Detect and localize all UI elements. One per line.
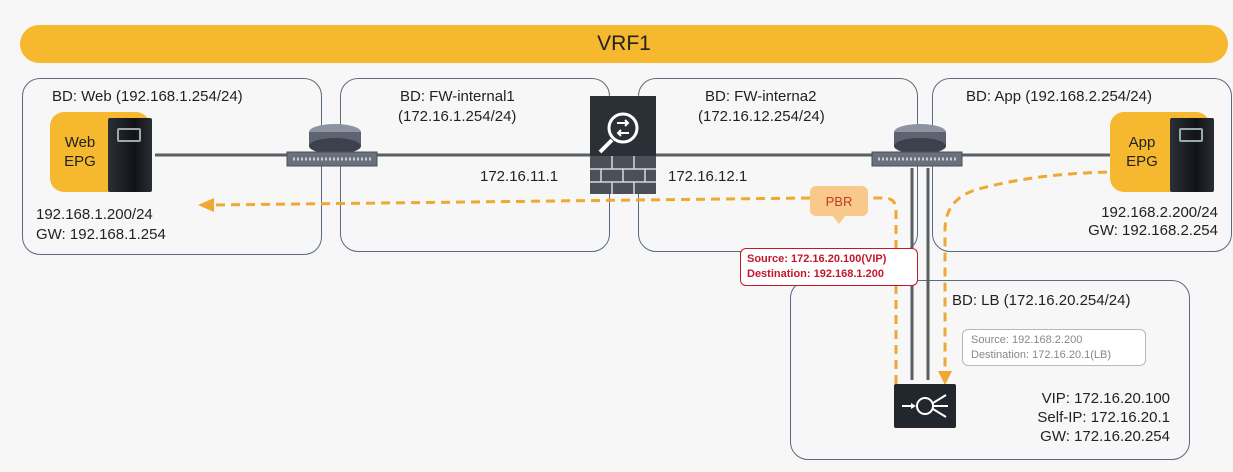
lb-vip: VIP: 172.16.20.100 — [1041, 390, 1170, 407]
bd-fw-internal1-label-line2: (172.16.1.254/24) — [398, 108, 517, 125]
lb-packet-source: Source: 192.168.2.200 — [971, 334, 1083, 346]
app-host-gw: GW: 192.168.2.254 — [1088, 222, 1218, 239]
lb-packet-destination: Destination: 172.16.20.1(LB) — [971, 349, 1112, 361]
bd-lb-label: BD: LB (172.16.20.254/24) — [952, 292, 1131, 309]
arrowhead-lb — [938, 371, 952, 385]
pbr-packet-source: Source: 172.16.20.100(VIP) — [747, 253, 887, 265]
flow-return-to-web — [870, 196, 898, 384]
load-balancer-icon — [894, 384, 956, 428]
server-icon — [1170, 118, 1214, 192]
bd-lb-box — [790, 280, 1190, 460]
app-epg-line2: EPG — [1126, 153, 1158, 170]
web-epg-label: Web EPG — [52, 133, 108, 171]
switch-icon — [871, 124, 963, 167]
bd-fw-interna2-label-line2: (172.16.12.254/24) — [698, 108, 825, 125]
bd-fw-internal1-label-line1: BD: FW-internal1 — [400, 88, 515, 105]
firewall-icon — [590, 96, 656, 194]
pbr-packet-destination: Destination: 192.168.1.200 — [747, 268, 884, 280]
flow-app-to-lb — [943, 170, 1123, 375]
vrf-banner: VRF1 — [20, 25, 1228, 63]
app-epg-label: App EPG — [1114, 133, 1170, 171]
lb-packet-info: Source: 192.168.2.200 Destination: 172.1… — [962, 329, 1146, 366]
lb-gw: GW: 172.16.20.254 — [1040, 428, 1170, 445]
web-epg-line1: Web — [64, 134, 96, 151]
firewall-left-ip: 172.16.11.1 — [480, 168, 559, 185]
lb-self-ip: Self-IP: 172.16.20.1 — [1037, 409, 1170, 426]
pbr-tag-pointer — [832, 215, 846, 224]
arrowhead-web — [198, 198, 214, 212]
bd-web-label: BD: Web (192.168.1.254/24) — [52, 88, 243, 105]
app-host-ip: 192.168.2.200/24 — [1101, 204, 1218, 221]
pbr-tag: PBR — [810, 186, 868, 216]
web-host-ip: 192.168.1.200/24 — [36, 206, 153, 223]
bd-fw-interna2-label-line1: BD: FW-interna2 — [705, 88, 817, 105]
web-host-gw: GW: 192.168.1.254 — [36, 226, 166, 243]
switch-icon — [286, 124, 378, 167]
flow-pbr-to-web — [211, 196, 811, 207]
firewall-right-ip: 172.16.12.1 — [668, 168, 748, 185]
server-icon — [108, 118, 152, 192]
app-epg-line1: App — [1128, 134, 1156, 151]
vrf-label: VRF1 — [597, 32, 651, 55]
pbr-label: PBR — [825, 193, 853, 209]
pbr-packet-info: Source: 172.16.20.100(VIP) Destination: … — [740, 248, 918, 286]
web-epg-line2: EPG — [64, 153, 96, 170]
bd-app-label: BD: App (192.168.2.254/24) — [966, 88, 1152, 105]
